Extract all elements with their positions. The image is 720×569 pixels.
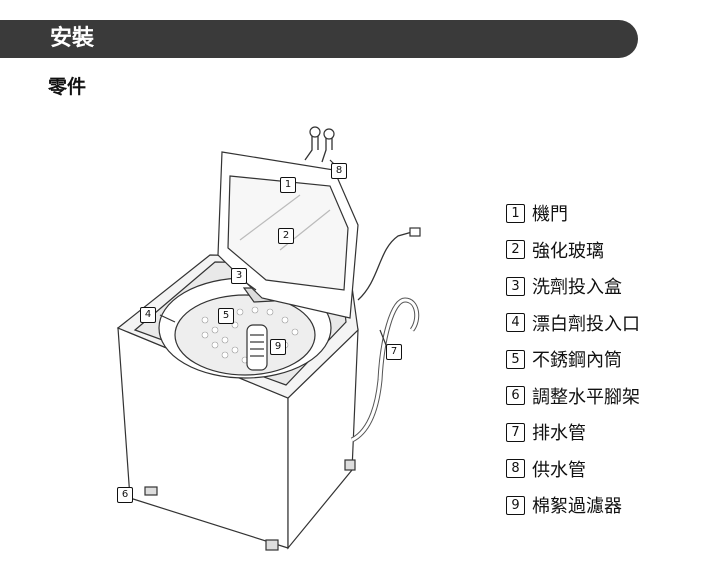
page-title: 安裝 <box>50 26 95 51</box>
legend-number: 7 <box>506 422 525 442</box>
legend-number: 6 <box>506 386 525 406</box>
legend-label: 漂白劑投入口 <box>532 313 640 335</box>
legend-number: 2 <box>506 240 525 260</box>
legend-label: 洗劑投入盒 <box>532 277 622 299</box>
legend-label: 供水管 <box>532 459 586 481</box>
legend-item: 1 機門 <box>506 195 716 232</box>
callout-4: 4 <box>140 307 156 323</box>
legend-item: 3 洗劑投入盒 <box>506 268 716 305</box>
callout-6: 6 <box>117 487 133 503</box>
legend-item: 5 不銹鋼內筒 <box>506 341 716 378</box>
legend-label: 排水管 <box>532 423 586 445</box>
legend-label: 棉絮過濾器 <box>532 496 622 518</box>
legend-item: 4 漂白劑投入口 <box>506 305 716 342</box>
parts-subtitle: 零件 <box>48 76 87 98</box>
callout-8: 8 <box>331 163 347 179</box>
legend-label: 不銹鋼內筒 <box>532 350 622 372</box>
legend-item: 9 棉絮過濾器 <box>506 487 716 524</box>
leveling-foot <box>144 486 158 496</box>
callout-9: 9 <box>270 339 286 355</box>
lint-filter-shape <box>246 324 268 371</box>
legend-number: 1 <box>506 203 525 223</box>
callout-5: 5 <box>218 308 234 324</box>
parts-legend: 1 機門 2 強化玻璃 3 洗劑投入盒 4 漂白劑投入口 5 不銹鋼內筒 6 調… <box>506 195 716 524</box>
legend-label: 調整水平腳架 <box>532 386 640 408</box>
legend-number: 3 <box>506 276 525 296</box>
legend-item: 6 調整水平腳架 <box>506 378 716 415</box>
legend-item: 8 供水管 <box>506 451 716 488</box>
callout-1: 1 <box>280 177 296 193</box>
legend-label: 機門 <box>532 204 568 226</box>
callout-3: 3 <box>231 268 247 284</box>
legend-item: 7 排水管 <box>506 414 716 451</box>
callout-2: 2 <box>278 228 294 244</box>
legend-number: 4 <box>506 313 525 333</box>
callout-7: 7 <box>386 344 402 360</box>
legend-label: 強化玻璃 <box>532 240 604 262</box>
legend-number: 8 <box>506 459 525 479</box>
legend-item: 2 強化玻璃 <box>506 232 716 269</box>
legend-number: 9 <box>506 495 525 515</box>
drain-hose-shape <box>350 297 420 443</box>
legend-number: 5 <box>506 349 525 369</box>
power-cord <box>357 231 413 301</box>
inner-drum <box>174 294 316 376</box>
section-title-bar: 安裝 <box>0 20 638 58</box>
